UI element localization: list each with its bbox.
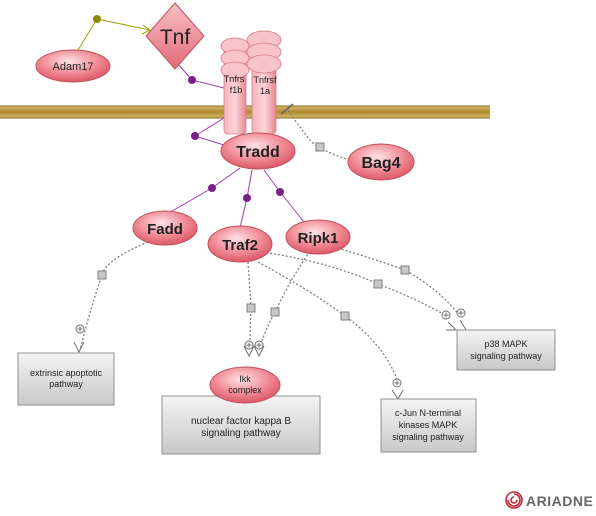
process-squares [97, 142, 410, 321]
node-bag4[interactable]: Bag4 [347, 143, 415, 181]
adam17-label: Adam17 [53, 61, 94, 73]
traf2-label: Traf2 [222, 237, 258, 254]
node-tnf[interactable]: Tnf [145, 2, 205, 70]
pathway-nfkb[interactable]: nuclear factor kappa B signaling pathway [161, 395, 321, 455]
pathway-nfkb-line-0: nuclear factor kappa B [191, 416, 291, 427]
tnf-label: Tnf [160, 26, 191, 49]
pathway-jnk-line-0: c-Jun N-terminal [395, 408, 461, 418]
ariadne-logo: ARIADNE [505, 491, 593, 509]
pathway-nfkb-line-1: signaling pathway [201, 428, 281, 439]
receptor-tnfrsf1b[interactable]: Tnfrs f1b [220, 37, 250, 135]
fadd-label: Fadd [147, 221, 183, 238]
receptor-tnfrsf1a[interactable]: Tnfrsf 1a [246, 30, 282, 135]
pathway-p38-mapk[interactable]: p38 MAPK signaling pathway [456, 329, 556, 371]
pathway-extrinsic-line-1: pathway [49, 379, 83, 389]
tnfrsf1b-label-0: Tnfrs [224, 74, 245, 84]
pathway-jnk-line-2: signaling pathway [392, 432, 464, 442]
tnfrsf1b-label-1: f1b [230, 85, 243, 95]
node-tradd[interactable]: Tradd [220, 132, 296, 170]
pathway-p38-line-0: p38 MAPK [484, 339, 527, 349]
pathway-extrinsic-line-0: extrinsic apoptotic [30, 368, 103, 378]
labyrinth-icon [505, 491, 523, 509]
pathway-jnk-line-1: kinases MAPK [399, 420, 458, 430]
edge-adam17-tnf [77, 15, 151, 51]
node-traf2[interactable]: Traf2 [207, 225, 273, 263]
inhibition-bar [280, 103, 294, 115]
node-ikk-complex[interactable]: Ikk complex [209, 366, 281, 404]
node-fadd[interactable]: Fadd [132, 210, 198, 246]
logo-text: ARIADNE [526, 493, 593, 509]
binding-dots [188, 76, 284, 202]
node-adam17[interactable]: Adam17 [35, 49, 111, 83]
pathway-p38-line-1: signaling pathway [470, 351, 542, 361]
node-ripk1[interactable]: Ripk1 [285, 219, 351, 255]
pathway-jnk-mapk[interactable]: c-Jun N-terminal kinases MAPK signaling … [380, 398, 477, 453]
ripk1-label: Ripk1 [298, 230, 339, 247]
ikk-label-1: complex [228, 385, 262, 395]
activation-markers [75, 308, 466, 388]
pathway-extrinsic-apoptotic[interactable]: extrinsic apoptotic pathway [17, 352, 115, 406]
ikk-label-0: Ikk [239, 374, 251, 384]
tnfrsf1a-label-0: Tnfrsf [253, 75, 277, 85]
tradd-label: Tradd [236, 144, 280, 161]
tnfrsf1a-label-1: 1a [260, 86, 270, 96]
bag4-label: Bag4 [361, 155, 400, 172]
